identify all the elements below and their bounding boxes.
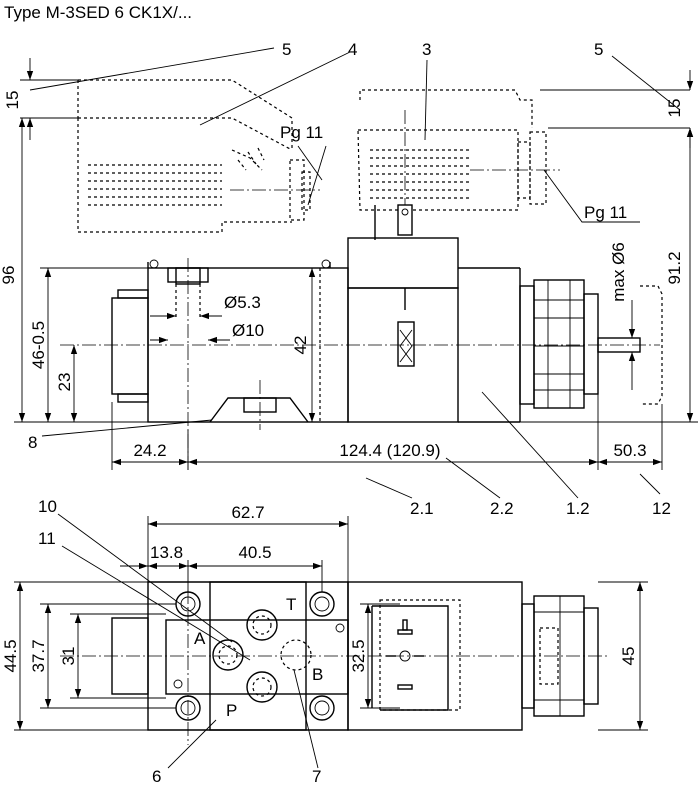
- dim-24-2: 24.2: [133, 441, 166, 460]
- port-b: B: [312, 665, 323, 684]
- label-5-left: 5: [282, 40, 291, 59]
- label-pg11-right: Pg 11: [584, 203, 627, 222]
- left-connector-plug: [77, 79, 320, 233]
- dim-46: 46-0.5: [29, 321, 48, 369]
- dim-37-7: 37.7: [29, 639, 48, 672]
- dim-91-2: 91.2: [665, 251, 684, 284]
- dim-15-left: 15: [3, 91, 22, 110]
- side-callouts: 5 4 3 5 Pg 11 Pg 11 8 2.1 2.2 1.2 12: [28, 40, 681, 518]
- port-t: T: [286, 595, 296, 614]
- label-6: 6: [152, 767, 161, 786]
- dim-96: 96: [0, 266, 18, 285]
- dim-max-6: max Ø6: [609, 242, 628, 302]
- label-5-right: 5: [594, 40, 603, 59]
- dim-31: 31: [59, 647, 78, 666]
- dim-50-3: 50.3: [613, 441, 646, 460]
- top-dimensions: 62.7 13.8 40.5 44.5 37.7 31 32.5: [1, 503, 648, 731]
- port-a: A: [194, 629, 206, 648]
- top-callouts: 10 11 6 7: [38, 497, 321, 786]
- label-10: 10: [38, 497, 57, 516]
- dim-23: 23: [55, 373, 74, 392]
- label-11: 11: [38, 529, 56, 548]
- solenoid-coil: [347, 237, 663, 423]
- side-dimensions: 15 96 46-0.5 23 42 Ø5.3 Ø10: [0, 58, 698, 470]
- label-7: 7: [312, 767, 321, 786]
- top-view: T A B P 62.7: [1, 497, 648, 786]
- label-pg11-left: Pg 11: [280, 123, 323, 142]
- side-view: 15 96 46-0.5 23 42 Ø5.3 Ø10: [0, 40, 698, 518]
- dim-45: 45: [619, 647, 638, 666]
- label-1-2: 1.2: [566, 499, 590, 518]
- drawing-title: Type M-3SED 6 CK1X/...: [4, 3, 192, 22]
- port-p: P: [226, 701, 237, 720]
- dim-32-5: 32.5: [349, 639, 368, 672]
- label-2-2: 2.2: [490, 499, 514, 518]
- right-connector-plug: [357, 89, 560, 240]
- ports: [212, 609, 312, 703]
- label-4: 4: [348, 40, 357, 59]
- label-2-1: 2.1: [410, 499, 434, 518]
- dim-42: 42: [291, 336, 310, 355]
- dim-bore-10: Ø10: [232, 321, 264, 340]
- valve-housing: [111, 258, 349, 470]
- dim-bore-5-3: Ø5.3: [224, 293, 261, 312]
- dim-124-4: 124.4 (120.9): [339, 441, 440, 460]
- dim-44-5: 44.5: [1, 639, 20, 672]
- label-12: 12: [652, 499, 671, 518]
- label-3: 3: [422, 40, 431, 59]
- dim-40-5: 40.5: [238, 543, 271, 562]
- dim-13-8: 13.8: [150, 543, 183, 562]
- label-8: 8: [28, 433, 37, 452]
- dim-62-7: 62.7: [231, 503, 264, 522]
- dim-15-right: 15: [665, 99, 684, 118]
